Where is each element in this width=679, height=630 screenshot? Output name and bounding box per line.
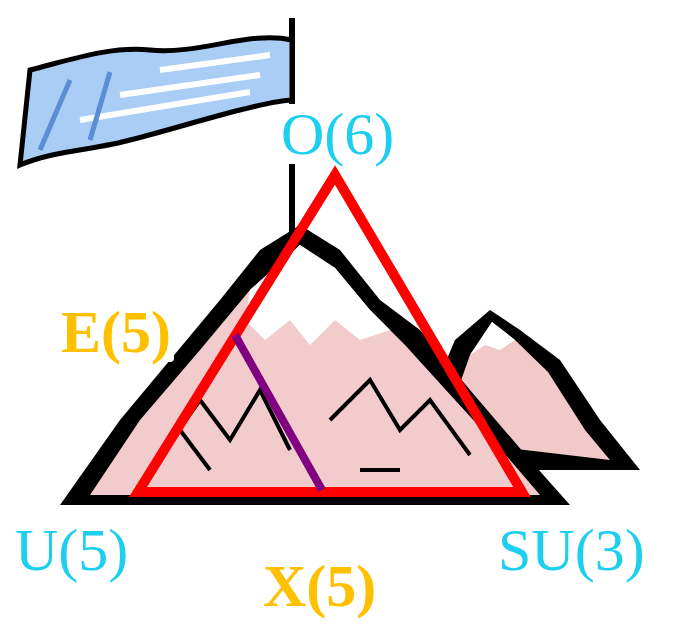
triangle — [138, 175, 522, 492]
main-mountain — [60, 225, 570, 505]
flag-shading — [40, 72, 110, 150]
vertex-label: O(6) — [278, 104, 397, 164]
purple-segment — [235, 335, 322, 490]
side-label: E(5) — [58, 302, 174, 362]
flag — [20, 38, 292, 165]
back-snow — [470, 322, 515, 355]
vertex-label: U(5) — [12, 520, 131, 580]
side-label: X(5) — [260, 556, 379, 616]
snow-cap — [245, 245, 390, 345]
flag-highlights — [80, 55, 270, 120]
vertex-label: SU(3) — [495, 520, 648, 580]
